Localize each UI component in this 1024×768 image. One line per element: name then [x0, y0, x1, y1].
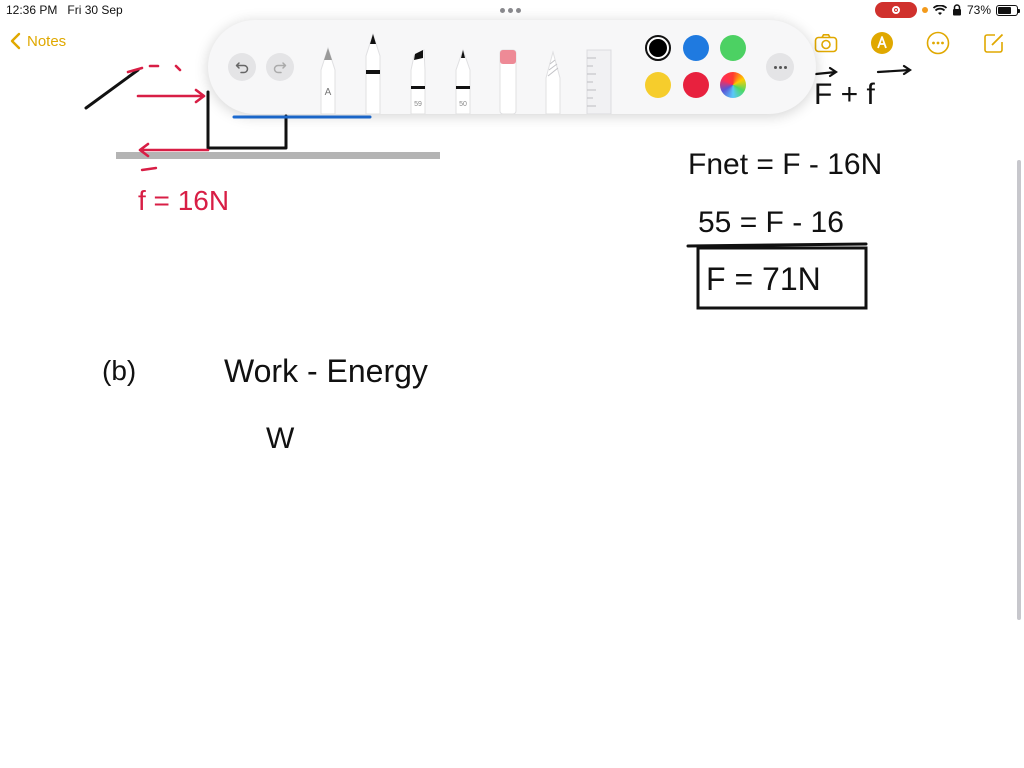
chevron-left-icon: [10, 32, 21, 50]
equation-net-force: Fnet = F - 16N: [688, 148, 882, 181]
undo-button[interactable]: [228, 53, 256, 81]
friction-vector-bar: [140, 166, 158, 172]
equation-answer: F = 71N: [706, 261, 821, 297]
red-friction-arrow: [138, 142, 210, 158]
status-bar: 12:36 PM Fri 30 Sep 73%: [0, 0, 1024, 22]
answer-box-underline: [686, 242, 868, 248]
fountain-pen-tool[interactable]: 50: [451, 20, 475, 114]
svg-text:50: 50: [459, 101, 467, 108]
undo-icon: [235, 62, 249, 74]
wifi-icon: [932, 4, 947, 15]
vertical-scrollbar[interactable]: [1017, 160, 1021, 620]
color-picker-swatch[interactable]: [720, 72, 746, 98]
ruler-tool[interactable]: [584, 20, 614, 114]
answer-box: [696, 246, 868, 310]
compose-icon[interactable]: [982, 31, 1006, 55]
color-red-swatch[interactable]: [683, 72, 709, 98]
vector-arrow-F: [814, 66, 838, 78]
back-label: Notes: [27, 32, 67, 50]
svg-text:A: A: [325, 87, 332, 98]
part-b-label: (b): [102, 355, 136, 386]
status-time: 12:36 PM: [6, 3, 58, 17]
block-drawing: [206, 90, 288, 150]
camera-icon[interactable]: [814, 31, 838, 55]
nav-toolbar: [814, 31, 1006, 55]
red-applied-arrow: [136, 88, 206, 104]
incline-stroke: [84, 68, 140, 110]
ground-surface: [116, 152, 440, 159]
palette-more-button[interactable]: [766, 53, 794, 81]
redo-button[interactable]: [266, 53, 294, 81]
multitasking-handle[interactable]: [500, 8, 521, 13]
more-options-icon[interactable]: [926, 31, 950, 55]
eraser-tool[interactable]: [496, 20, 520, 114]
color-green-swatch[interactable]: [720, 35, 746, 61]
drawing-tool-palette: A 59 50: [208, 20, 816, 114]
battery-percent: 73%: [966, 3, 991, 17]
redo-icon: [273, 62, 287, 74]
color-black-swatch[interactable]: [645, 35, 671, 61]
equation-substitution: 55 = F - 16: [698, 206, 844, 239]
pencil-tool[interactable]: A: [316, 20, 340, 114]
equation-top: F + f: [814, 78, 876, 111]
pen-tool[interactable]: [361, 20, 385, 114]
vector-arrow-f: [876, 64, 912, 76]
status-right: 73%: [874, 2, 1020, 18]
lasso-tool[interactable]: [541, 20, 565, 114]
status-left: 12:36 PM Fri 30 Sep: [6, 3, 123, 17]
work-energy-heading: Work - Energy: [224, 353, 428, 389]
color-yellow-swatch[interactable]: [645, 72, 671, 98]
svg-text:59: 59: [414, 101, 422, 108]
red-label-stroke: [126, 64, 182, 74]
marker-tool[interactable]: 59: [406, 20, 430, 114]
markup-pen-icon[interactable]: [870, 31, 894, 55]
status-date: Fri 30 Sep: [67, 3, 123, 17]
mic-in-use-indicator: [921, 7, 928, 13]
screen-recording-icon[interactable]: [874, 2, 917, 18]
battery-icon: [996, 4, 1020, 16]
back-to-notes-button[interactable]: Notes: [10, 32, 66, 50]
color-blue-swatch[interactable]: [683, 35, 709, 61]
orientation-lock-icon: [952, 4, 961, 16]
partial-handwriting: W: [266, 422, 295, 455]
friction-label: f = 16N: [138, 185, 229, 216]
